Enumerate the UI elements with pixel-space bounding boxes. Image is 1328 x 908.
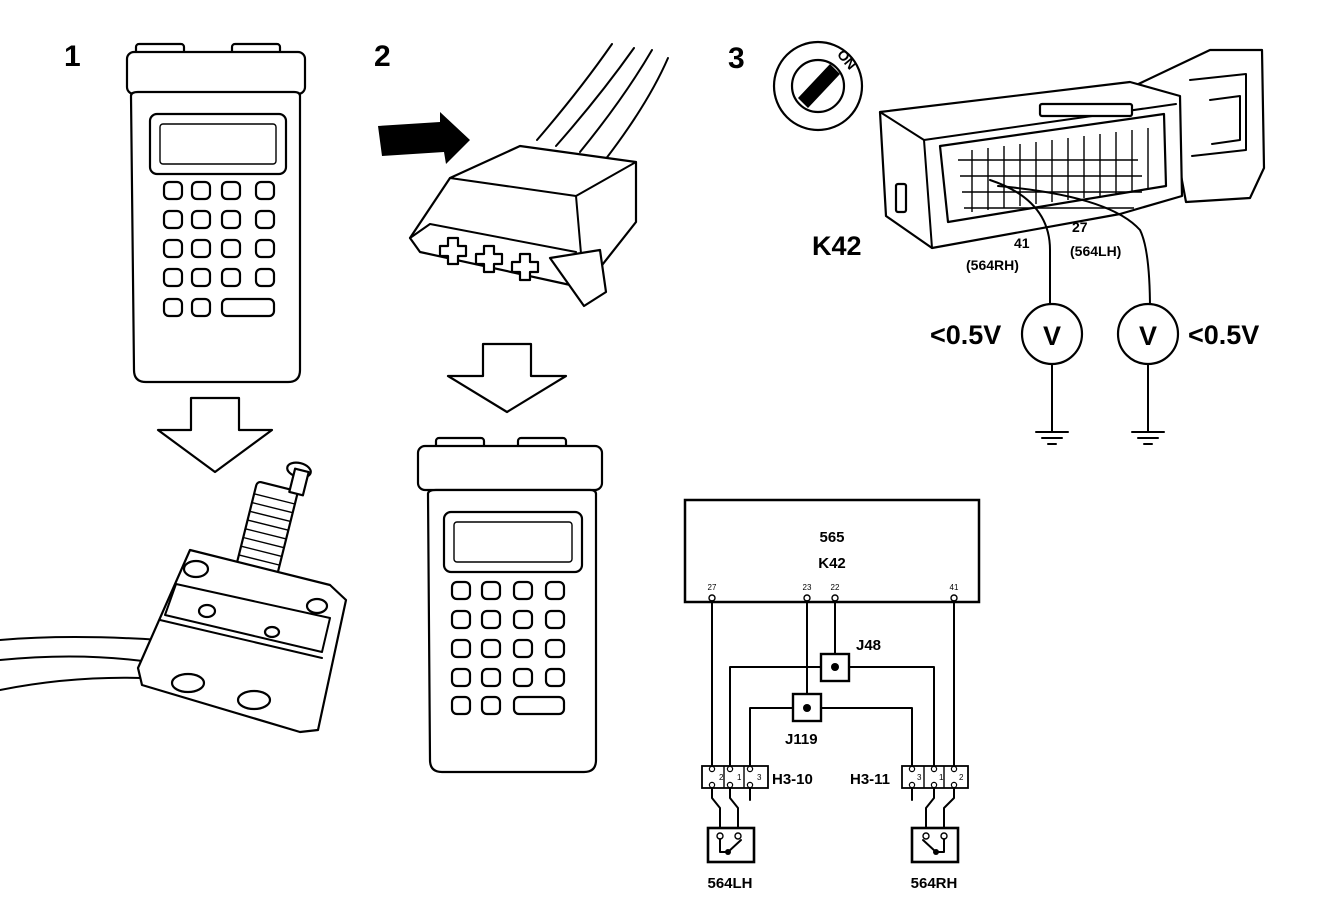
arrow-down-icon-2 bbox=[446, 342, 568, 414]
splice-j48-label: J48 bbox=[856, 637, 881, 654]
module-pin-23: 23 bbox=[803, 583, 812, 592]
wiring-schematic: 565 K42 27 23 22 41 J48 J119 bbox=[683, 498, 981, 892]
pin-41-circuit-label: (564RH) bbox=[966, 257, 1019, 273]
step-2-label: 2 bbox=[374, 40, 391, 73]
harness-h3-10-label: H3-10 bbox=[772, 771, 813, 788]
ground-icon bbox=[1035, 363, 1069, 445]
voltmeter-left: V bbox=[1020, 302, 1084, 366]
harness-connector-h3-11: 3 1 2 bbox=[901, 765, 969, 789]
harness-h3-11-label: H3-11 bbox=[850, 771, 890, 788]
module-565-box bbox=[683, 498, 981, 604]
ecu-connector-k42 bbox=[878, 48, 1266, 250]
pin-41-label: 41 bbox=[1014, 235, 1030, 251]
probe-lead-left bbox=[989, 179, 1051, 313]
splice-j119-label: J119 bbox=[785, 731, 818, 748]
splice-j48 bbox=[819, 652, 851, 683]
step-3-label: 3 bbox=[728, 42, 745, 75]
tester-2-keypad bbox=[450, 580, 566, 716]
module-number: 565 bbox=[819, 529, 844, 546]
h3-10-pin-c: 3 bbox=[757, 773, 762, 782]
module-pin-22: 22 bbox=[831, 583, 840, 592]
voltmeter-left-symbol: V bbox=[1043, 321, 1061, 351]
module-pin-27: 27 bbox=[708, 583, 717, 592]
h3-11-pin-b: 1 bbox=[939, 773, 944, 782]
k42-label: K42 bbox=[812, 231, 862, 261]
arrow-down-icon bbox=[156, 396, 274, 474]
switch-564rh bbox=[910, 826, 960, 864]
diagnostic-tester-1 bbox=[125, 42, 307, 384]
arrow-insert-icon bbox=[378, 112, 470, 164]
h3-11-pin-c: 2 bbox=[959, 773, 964, 782]
harness-connector-h3-10: 2 1 3 bbox=[701, 765, 769, 789]
h3-11-pin-a: 3 bbox=[917, 773, 922, 782]
switch-564lh-label: 564LH bbox=[707, 875, 752, 892]
diagnostic-tester-2 bbox=[416, 436, 604, 774]
switch-564lh bbox=[706, 826, 756, 864]
step-1-label: 1 bbox=[64, 40, 81, 73]
diagnostic-plug bbox=[408, 43, 669, 308]
ground-icon-2 bbox=[1131, 363, 1165, 445]
module-connector: K42 bbox=[818, 555, 846, 572]
ignition-switch-icon: ON bbox=[772, 40, 864, 132]
pin-27-label: 27 bbox=[1072, 219, 1088, 235]
brake-switch bbox=[0, 461, 348, 734]
switch-564rh-label: 564RH bbox=[911, 875, 958, 892]
probe-lead-right bbox=[997, 185, 1151, 311]
voltmeter-right: V bbox=[1116, 302, 1180, 366]
pin-27-circuit-label: (564LH) bbox=[1070, 243, 1121, 259]
module-pin-41: 41 bbox=[950, 583, 959, 592]
voltage-reading-right: <0.5V bbox=[1188, 320, 1259, 350]
voltage-reading-left: <0.5V bbox=[930, 320, 1001, 350]
tester-1-keypad bbox=[162, 180, 276, 318]
h3-10-pin-b: 1 bbox=[737, 773, 742, 782]
h3-10-pin-a: 2 bbox=[719, 773, 724, 782]
voltmeter-right-symbol: V bbox=[1139, 321, 1157, 351]
